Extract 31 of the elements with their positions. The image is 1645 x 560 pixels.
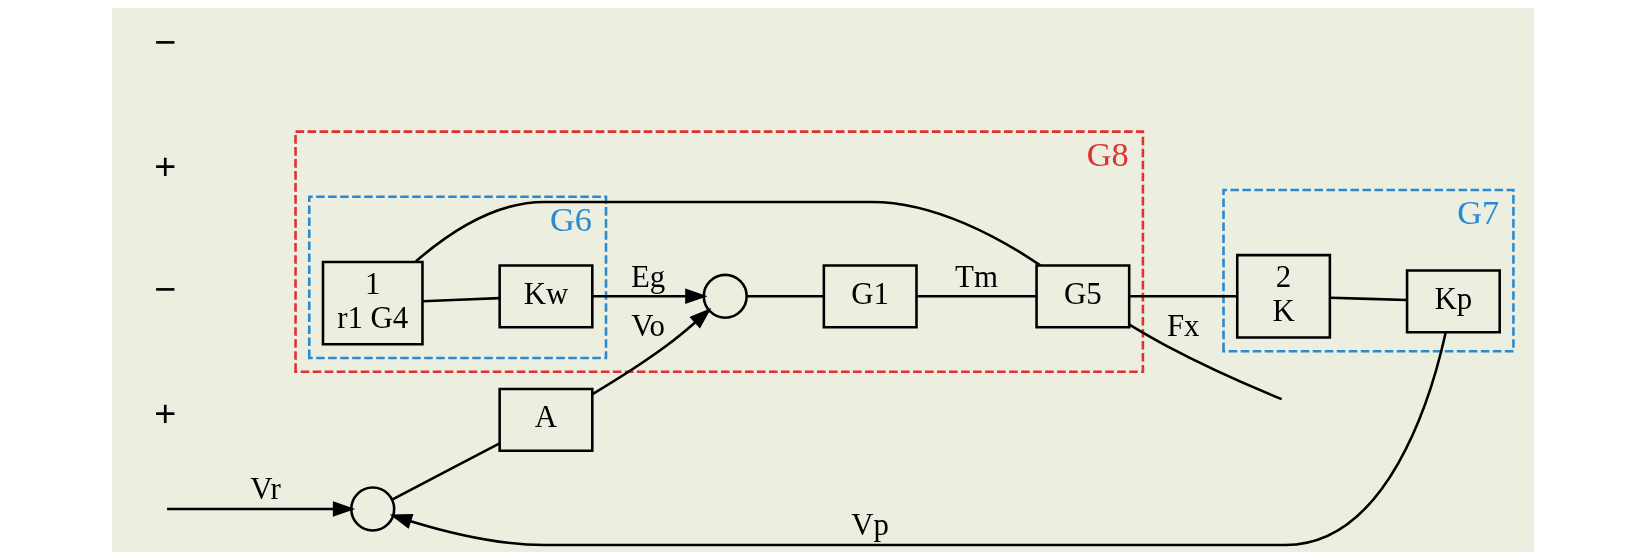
label: + <box>153 144 176 187</box>
node-box: G5 <box>1034 264 1130 329</box>
edge-label: Fx <box>1166 308 1200 344</box>
connector <box>746 295 824 298</box>
connector <box>422 296 499 303</box>
arrow <box>166 501 355 517</box>
arrow <box>389 332 1447 547</box>
edge-label: Vo <box>630 308 665 344</box>
connector <box>916 295 1036 298</box>
arrow <box>591 307 711 396</box>
node-box: G1 <box>822 264 918 329</box>
edge-label: Tm <box>954 258 998 294</box>
node-box: Kp <box>1405 269 1501 334</box>
connector <box>1128 295 1237 298</box>
label: + <box>153 391 176 434</box>
node-box: A <box>497 387 594 452</box>
edge-label: Vr <box>249 471 281 507</box>
node-circle <box>702 273 748 320</box>
arrow <box>592 288 707 305</box>
node-circle <box>349 486 395 532</box>
node-box: 2 K <box>1235 253 1331 339</box>
connector <box>1329 296 1407 302</box>
label: − <box>153 268 176 311</box>
edge-label: Vp <box>850 507 889 543</box>
node-box: Kw <box>497 264 594 329</box>
connector <box>391 442 500 501</box>
label: − <box>153 21 176 64</box>
connector <box>414 200 1041 267</box>
edge-label: Eg <box>630 258 665 294</box>
connector <box>1128 323 1282 401</box>
node-box: 1 r1 G4 <box>321 260 424 346</box>
